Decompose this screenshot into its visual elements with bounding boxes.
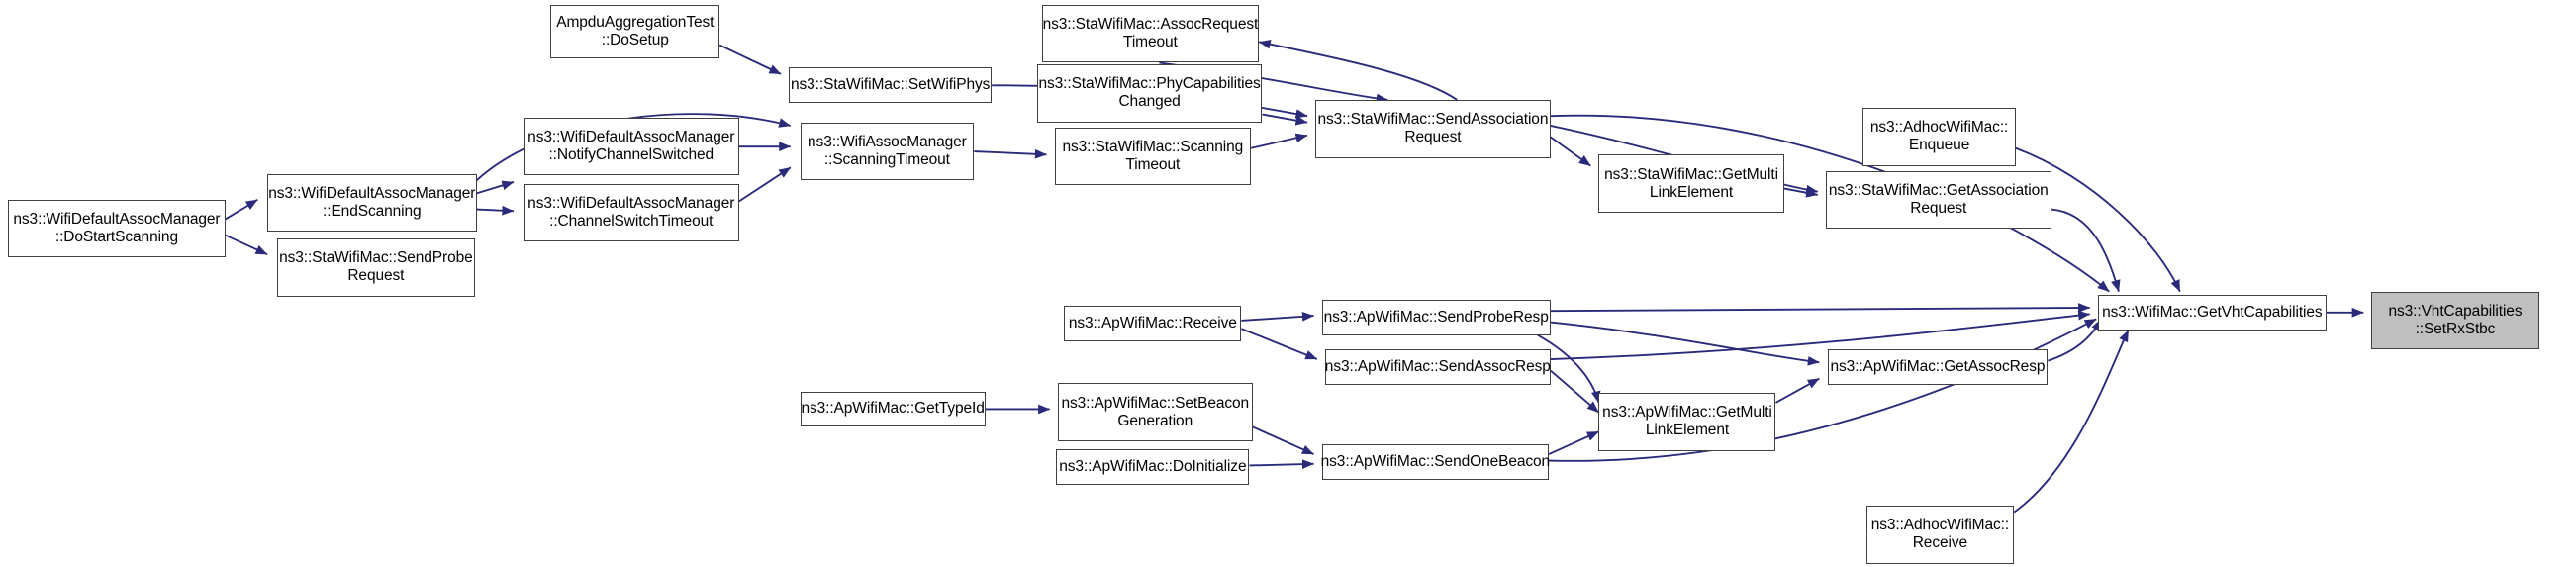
graph-node[interactable]: ns3::WifiDefaultAssocManager ::EndScanni…: [267, 173, 477, 233]
graph-node[interactable]: ns3::StaWifiMac::SendProbe Request: [276, 237, 475, 297]
graph-edge: [2048, 318, 2102, 362]
graph-node[interactable]: ns3::StaWifiMac::AssocRequest Timeout: [1041, 4, 1260, 63]
graph-node[interactable]: ns3::ApWifiMac::GetAssocResp: [1827, 349, 2049, 386]
graph-edge: [738, 166, 792, 203]
graph-node[interactable]: ns3::StaWifiMac::PhyCapabilities Changed: [1036, 64, 1263, 123]
graph-edge: [1783, 187, 1819, 198]
graph-node[interactable]: ns3::StaWifiMac::GetMulti LinkElement: [1598, 154, 1784, 213]
graph-edge: [1550, 369, 1600, 414]
graph-node[interactable]: ns3::WifiAssocManager ::ScanningTimeout: [800, 122, 975, 181]
graph-node[interactable]: ns3::VhtCapabilities ::SetRxStbc: [2371, 291, 2539, 350]
graph-node[interactable]: ns3::WifiDefaultAssocManager ::DoStartSc…: [8, 199, 226, 258]
graph-node[interactable]: ns3::StaWifiMac::Scanning Timeout: [1054, 127, 1252, 186]
graph-node[interactable]: ns3::AdhocWifiMac:: Receive: [1865, 506, 2015, 564]
graph-edge: [1550, 321, 1820, 366]
graph-edge: [1550, 303, 2091, 313]
graph-edge: [1250, 133, 1308, 149]
graph-edge: [974, 148, 1047, 159]
graph-edge: [2051, 208, 2121, 292]
graph-node[interactable]: ns3::WifiDefaultAssocManager ::ChannelSw…: [523, 183, 739, 242]
graph-edge: [718, 44, 782, 75]
graph-node[interactable]: ns3::WifiMac::GetVhtCapabilities: [2097, 294, 2327, 331]
graph-node[interactable]: ns3::StaWifiMac::SetWifiPhys: [789, 67, 993, 104]
graph-edge: [476, 180, 515, 195]
graph-edge: [225, 199, 258, 221]
graph-node[interactable]: ns3::ApWifiMac::GetTypeId: [800, 391, 986, 427]
graph-node[interactable]: ns3::ApWifiMac::SendProbeResp: [1321, 299, 1551, 335]
graph-node[interactable]: ns3::ApWifiMac::SendAssocResp: [1325, 349, 1551, 386]
graph-edge: [476, 205, 515, 216]
graph-node[interactable]: ns3::ApWifiMac::SendOneBeacon: [1321, 444, 1550, 481]
graph-node[interactable]: ns3::StaWifiMac::SendAssociation Request: [1315, 99, 1551, 158]
graph-node[interactable]: ns3::ApWifiMac::Receive: [1064, 306, 1242, 342]
graph-edge: [1258, 39, 1458, 101]
graph-node[interactable]: ns3::WifiDefaultAssocManager ::NotifyCha…: [523, 117, 739, 176]
graph-edge: [1240, 328, 1318, 360]
graph-node[interactable]: ns3::ApWifiMac::DoInitialize: [1056, 449, 1250, 485]
graph-node[interactable]: ns3::ApWifiMac::GetMulti LinkElement: [1598, 393, 1776, 451]
graph-edge: [1249, 459, 1314, 469]
graph-edge: [1241, 311, 1314, 322]
graph-edge: [1774, 377, 1820, 404]
graph-node[interactable]: AmpduAggregationTest ::DoSetup: [550, 4, 720, 58]
graph-edge: [1548, 430, 1599, 455]
graph-edge: [1262, 113, 1308, 126]
graph-node[interactable]: ns3::StaWifiMac::GetAssociation Request: [1825, 170, 2051, 230]
graph-node[interactable]: ns3::AdhocWifiMac:: Enqueue: [1862, 108, 2016, 166]
graph-node[interactable]: ns3::ApWifiMac::SetBeacon Generation: [1057, 383, 1253, 442]
graph-edge: [1550, 136, 1591, 167]
graph-edge: [225, 234, 268, 256]
graph-edge: [1252, 425, 1314, 455]
